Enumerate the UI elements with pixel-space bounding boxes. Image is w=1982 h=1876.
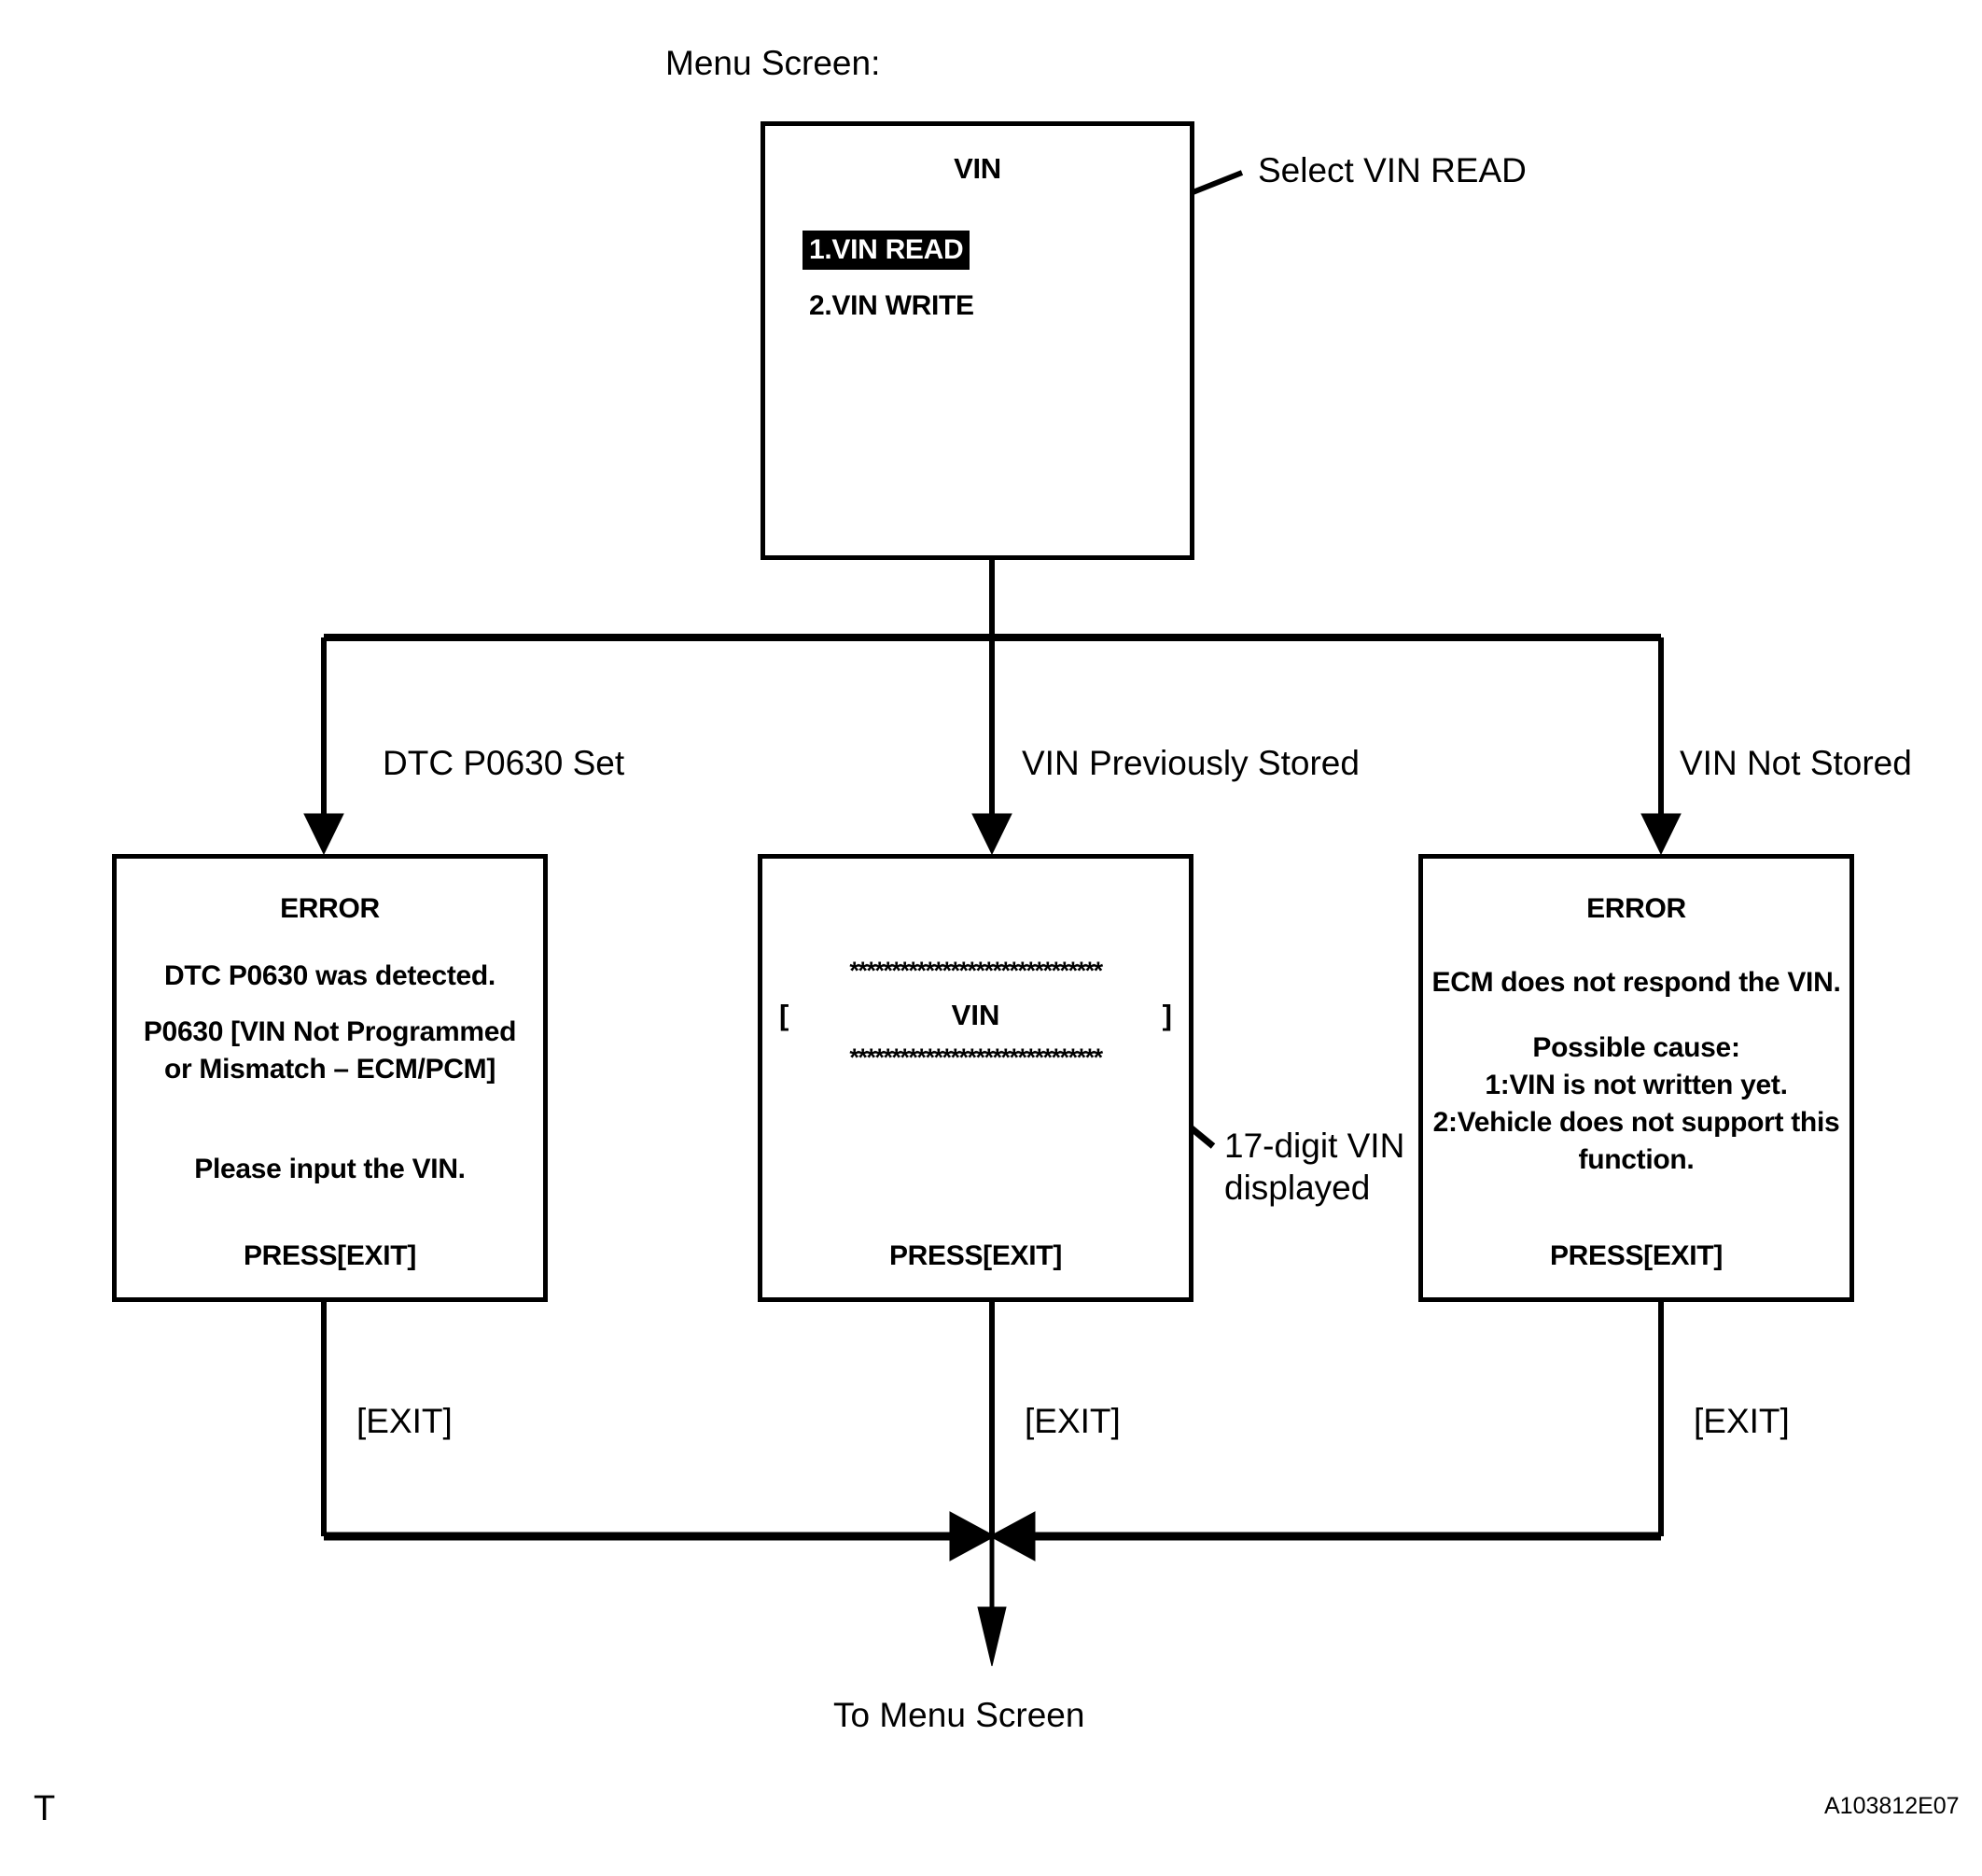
arrowhead-into-right-box (1640, 813, 1682, 856)
menu-item-vin-write-label[interactable]: 2.VIN WRITE (809, 290, 974, 321)
screen-vin-display[interactable]: ****************************** [ VIN ] *… (758, 854, 1193, 1302)
dtc-error-line-1: DTC P0630 was detected. (164, 960, 496, 991)
exit-label-middle: [EXIT] (1025, 1402, 1121, 1440)
vin-bracket-close: ] (1162, 999, 1172, 1031)
dtc-error-line-4: Please input the VIN. (194, 1154, 466, 1184)
no-vin-error-line-3: 1:VIN is not written yet. (1485, 1070, 1788, 1100)
menu-screen-label: Menu Screen: (665, 44, 881, 82)
vin-display-footer: PRESS[EXIT] (888, 1240, 1063, 1271)
arrowhead-to-menu-screen (977, 1606, 1007, 1667)
arrowhead-merge-from-left (949, 1511, 997, 1561)
vin-value-label: VIN (951, 999, 1000, 1031)
exit-label-right: [EXIT] (1694, 1402, 1790, 1440)
callout-17-digit-vin-line2: displayed (1224, 1169, 1371, 1208)
screen-no-vin-error[interactable]: ERROR ECM does not respond the VIN. Poss… (1418, 854, 1854, 1302)
vin-value-row: [ VIN ] (762, 999, 1189, 1032)
corner-mark-t: T (34, 1789, 56, 1828)
footer-to-menu-screen: To Menu Screen (833, 1696, 1085, 1734)
vin-stars-bottom: ****************************** (849, 1043, 1103, 1071)
no-vin-error-heading: ERROR (1586, 893, 1686, 924)
branch-label-vin-not-stored: VIN Not Stored (1680, 744, 1912, 782)
no-vin-error-footer: PRESS[EXIT] (1549, 1240, 1724, 1271)
callout-select-vin-read: Select VIN READ (1258, 151, 1527, 189)
no-vin-error-line-5: function. (1578, 1144, 1695, 1175)
vin-stars-top: ****************************** (849, 957, 1103, 985)
menu-screen-title: VIN (954, 152, 1001, 185)
branch-label-dtc-set: DTC P0630 Set (383, 744, 625, 782)
exit-label-left: [EXIT] (356, 1402, 453, 1440)
branch-label-vin-stored: VIN Previously Stored (1022, 744, 1360, 782)
callout-17-digit-vin-line1: 17-digit VIN (1224, 1127, 1405, 1165)
menu-screen-box[interactable]: VIN 1.VIN READ 2.VIN WRITE (761, 121, 1194, 560)
dtc-error-footer: PRESS[EXIT] (243, 1240, 417, 1271)
no-vin-error-line-2: Possible cause: (1532, 1032, 1740, 1063)
dtc-error-heading: ERROR (280, 893, 380, 924)
no-vin-error-line-1: ECM does not respond the VIN. (1431, 967, 1841, 998)
dtc-error-line-3: or Mismatch – ECM/PCM] (163, 1054, 496, 1085)
no-vin-error-line-4: 2:Vehicle does not support this (1432, 1107, 1840, 1138)
arrowhead-into-left-box (303, 813, 344, 856)
menu-item-vin-read-row[interactable]: 1.VIN READ (765, 231, 1190, 271)
arrowhead-into-middle-box (971, 813, 1012, 856)
menu-item-vin-read-label: 1.VIN READ (803, 231, 970, 271)
callout-17-digit-vin: 17-digit VIN displayed (1224, 1125, 1495, 1209)
reference-code: A103812E07 (1824, 1793, 1960, 1819)
arrowhead-merge-from-right (988, 1511, 1036, 1561)
dtc-error-line-2: P0630 [VIN Not Programmed (143, 1016, 517, 1047)
screen-dtc-error[interactable]: ERROR DTC P0630 was detected. P0630 [VIN… (112, 854, 548, 1302)
vin-bracket-open: [ (779, 999, 789, 1031)
